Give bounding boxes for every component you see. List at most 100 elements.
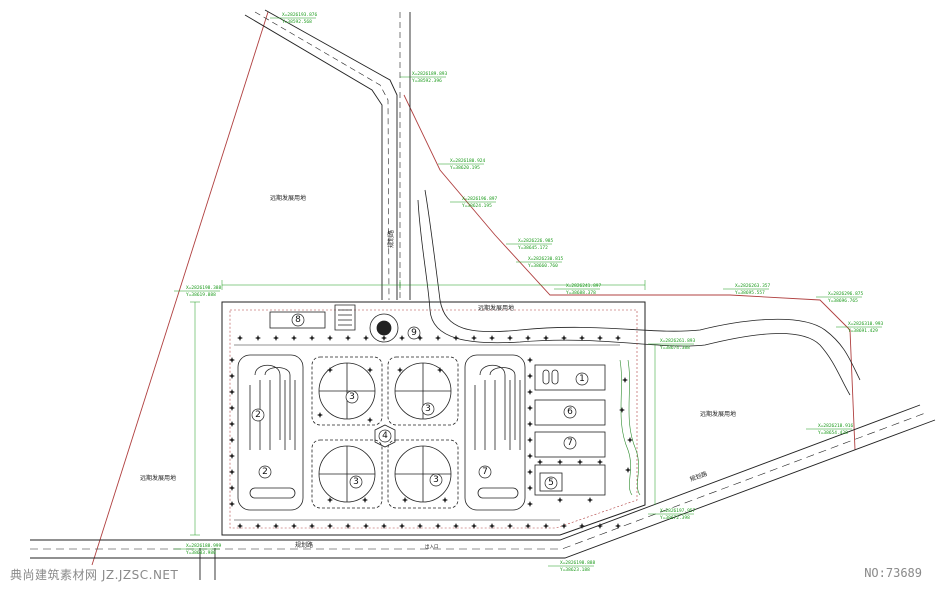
unit-badge bbox=[291, 313, 305, 327]
tree-icon bbox=[597, 335, 603, 341]
coordinate-y: Y=38696.765 bbox=[828, 298, 858, 304]
coordinate-y: Y=38619.888 bbox=[186, 292, 216, 298]
unit-number: 9 bbox=[411, 328, 417, 338]
label-planned-land-west: 远期发展用地 bbox=[140, 474, 176, 482]
tree-icon bbox=[577, 459, 583, 465]
unit-number: 3 bbox=[425, 404, 431, 414]
tree-icon bbox=[229, 437, 235, 443]
unit-number: 7 bbox=[567, 438, 573, 448]
tree-icon bbox=[363, 335, 369, 341]
tree-icon bbox=[363, 523, 369, 529]
tree-icon bbox=[527, 501, 533, 507]
coordinate-x: X=2826196.897 bbox=[462, 196, 498, 202]
unit-badge bbox=[349, 475, 363, 489]
coordinate-y: Y=38674.388 bbox=[660, 345, 690, 351]
unit-badge bbox=[544, 476, 558, 490]
coordinate-x: X=2826198.888 bbox=[560, 560, 596, 566]
tree-icon bbox=[507, 335, 513, 341]
tree-icon bbox=[237, 335, 243, 341]
coordinate-x: X=2826296.875 bbox=[828, 291, 864, 297]
unit-badge bbox=[345, 390, 359, 404]
coordinate-x: X=2826188.999 bbox=[186, 543, 222, 549]
tree-icon bbox=[399, 523, 405, 529]
unit-badge bbox=[575, 372, 589, 386]
unit-badge bbox=[421, 402, 435, 416]
unit-number: 3 bbox=[433, 475, 439, 485]
unit-badge bbox=[563, 436, 577, 450]
coordinate-y: Y=38672.398 bbox=[660, 515, 690, 521]
south-road bbox=[30, 404, 936, 580]
tree-icon bbox=[442, 497, 448, 503]
coordinate-x: X=2826261.893 bbox=[660, 338, 696, 344]
coordinate-y: Y=38654.428 bbox=[818, 430, 848, 436]
tree-icon bbox=[273, 335, 279, 341]
unit-number: 8 bbox=[295, 315, 301, 325]
tree-icon bbox=[471, 523, 477, 529]
label-planned-land-east: 远期发展用地 bbox=[700, 410, 736, 418]
tree-icon bbox=[367, 417, 373, 423]
entrance-roundabout bbox=[369, 313, 399, 343]
coordinate-y: Y=38691.429 bbox=[848, 328, 878, 334]
tree-icon bbox=[362, 497, 368, 503]
coordinate-y: Y=38660.760 bbox=[528, 263, 558, 269]
tree-icon bbox=[402, 497, 408, 503]
coordinate-x: X=2826180.924 bbox=[450, 158, 486, 164]
tree-icon bbox=[229, 501, 235, 507]
coordinate-x: X=2826198.388 bbox=[186, 285, 222, 291]
tree-icon bbox=[327, 523, 333, 529]
unit-badge bbox=[429, 473, 443, 487]
watermark-right: NO:73689 bbox=[864, 566, 922, 580]
stream bbox=[417, 189, 861, 396]
tree-icon bbox=[619, 407, 625, 413]
coordinate-x: X=2826226.985 bbox=[518, 238, 554, 244]
tree-icon bbox=[229, 357, 235, 363]
clarifier-group bbox=[311, 356, 459, 509]
tree-icon bbox=[507, 523, 513, 529]
coordinate-y: Y=38592.396 bbox=[412, 78, 442, 84]
coordinate-y: Y=38623.188 bbox=[560, 567, 590, 573]
unit-badge bbox=[378, 429, 392, 443]
tree-icon bbox=[557, 497, 563, 503]
tree-icon bbox=[527, 485, 533, 491]
label-road-north: 规划路 bbox=[387, 230, 395, 248]
tree-icon bbox=[255, 523, 261, 529]
aeration-tank-right bbox=[464, 354, 526, 511]
coordinate-x: X=2826189.893 bbox=[412, 71, 448, 77]
tree-icon bbox=[527, 357, 533, 363]
tree-icon bbox=[229, 453, 235, 459]
coordinate-x: X=2826193.876 bbox=[282, 12, 318, 18]
tree-icon bbox=[453, 335, 459, 341]
unit-number: 4 bbox=[382, 431, 388, 441]
coordinate-y: Y=38603.980 bbox=[186, 550, 216, 556]
unit-number: 2 bbox=[262, 467, 268, 477]
tree-icon bbox=[317, 412, 323, 418]
coordinate-y: Y=38592.568 bbox=[282, 19, 312, 25]
unit-number: 3 bbox=[353, 477, 359, 487]
tree-icon bbox=[537, 459, 543, 465]
process-buildings bbox=[534, 364, 606, 496]
tree-icon bbox=[527, 437, 533, 443]
label-planned-land-center: 远期发展用地 bbox=[478, 304, 514, 312]
tree-icon bbox=[291, 335, 297, 341]
office-building bbox=[269, 304, 356, 331]
tree-icon bbox=[345, 335, 351, 341]
tree-icon bbox=[327, 367, 333, 373]
tree-icon bbox=[381, 335, 387, 341]
unit-number: 6 bbox=[567, 407, 573, 417]
tree-icon bbox=[229, 373, 235, 379]
tree-icon bbox=[437, 367, 443, 373]
coordinate-x: X=2826241.897 bbox=[566, 283, 602, 289]
coordinate-y: Y=38688.378 bbox=[566, 290, 596, 296]
tree-icon bbox=[527, 469, 533, 475]
tree-icon bbox=[435, 523, 441, 529]
